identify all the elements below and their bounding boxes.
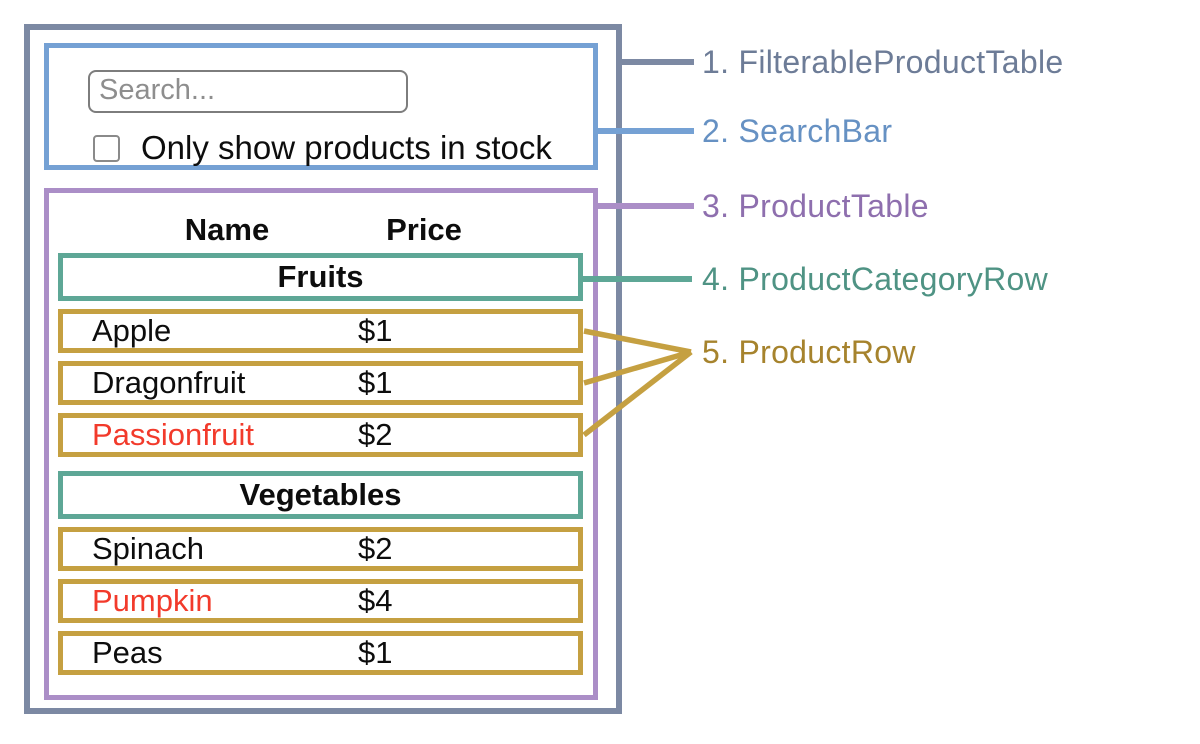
annotation-label-product-row: 5. ProductRow <box>702 334 916 370</box>
product-row: Dragonfruit $1 <box>58 361 583 405</box>
product-row: Pumpkin $4 <box>58 579 583 623</box>
product-name: Apple <box>92 313 172 348</box>
product-name: Peas <box>92 635 163 670</box>
product-price: $1 <box>358 313 393 348</box>
table-header: Name Price <box>49 193 593 253</box>
product-name: Passionfruit <box>92 417 254 452</box>
annotation-label-product-category-row: 4. ProductCategoryRow <box>702 261 1049 297</box>
product-price: $1 <box>358 365 393 400</box>
product-price: $4 <box>358 583 393 618</box>
product-row: Spinach $2 <box>58 527 583 571</box>
product-row: Peas $1 <box>58 631 583 675</box>
product-price: $1 <box>358 635 393 670</box>
column-header-price: Price <box>386 212 462 247</box>
search-input[interactable] <box>88 70 408 113</box>
annotation-label-search-bar: 2. SearchBar <box>702 113 893 149</box>
in-stock-checkbox[interactable] <box>93 134 120 162</box>
product-row: Passionfruit $2 <box>58 413 583 457</box>
annotation-label-filterable-product-table: 1. FilterableProductTable <box>702 44 1064 80</box>
product-category-row: Fruits <box>58 253 583 301</box>
annotation-label-product-table: 3. ProductTable <box>702 188 929 224</box>
column-header-name: Name <box>184 212 270 247</box>
product-name: Pumpkin <box>92 583 213 618</box>
in-stock-filter: Only show products in stock <box>93 129 552 167</box>
product-name: Dragonfruit <box>92 365 246 400</box>
product-category-row: Vegetables <box>58 471 583 519</box>
product-row: Apple $1 <box>58 309 583 353</box>
product-price: $2 <box>358 531 393 566</box>
product-name: Spinach <box>92 531 205 566</box>
product-price: $2 <box>358 417 393 452</box>
search-bar-box: Only show products in stock <box>44 43 598 170</box>
in-stock-checkbox-label: Only show products in stock <box>141 129 552 166</box>
